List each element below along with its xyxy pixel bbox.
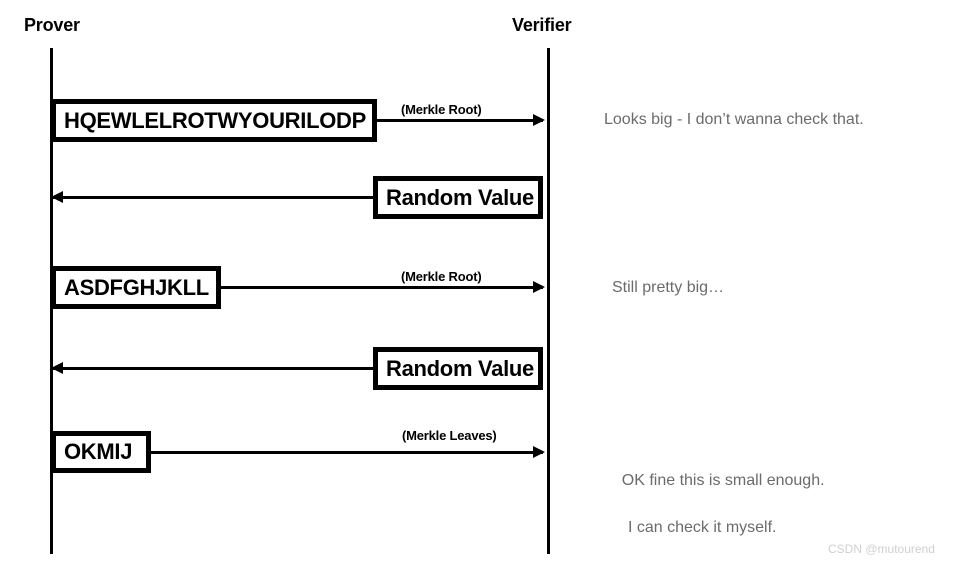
verifier-note-1: Looks big - I don’t wanna check that. (604, 111, 864, 128)
message-arrow-label-5: (Merkle Leaves) (402, 428, 497, 443)
watermark: CSDN @mutourend (828, 542, 935, 556)
message-arrow-line-3 (220, 286, 543, 289)
lifeline-verifier (547, 48, 550, 554)
message-arrow-head-1 (533, 114, 545, 126)
message-payload-box-5: OKMIJ (51, 431, 151, 473)
actor-label-prover: Prover (24, 15, 80, 35)
actor-label-verifier: Verifier (512, 15, 572, 35)
message-arrow-line-1 (377, 119, 543, 122)
message-arrow-head-5 (533, 446, 545, 458)
message-arrow-line-2 (53, 196, 375, 199)
verifier-note-2: Still pretty big… (612, 279, 725, 296)
verifier-note-3-line1: OK fine this is small enough. (621, 472, 825, 490)
message-payload-box-1: HQEWLELROTWYOURILODP (51, 99, 377, 142)
message-arrow-line-5 (150, 451, 543, 454)
sequence-diagram-canvas: Prover Verifier HQEWLELROTWYOURILODP (Me… (24, 15, 935, 556)
message-arrow-line-4 (53, 367, 375, 370)
message-arrow-head-2 (51, 191, 63, 203)
message-payload-box-2: Random Value (373, 176, 543, 219)
message-arrow-head-3 (533, 281, 545, 293)
message-arrow-label-3: (Merkle Root) (401, 269, 482, 284)
message-payload-box-4: Random Value (373, 347, 543, 390)
message-arrow-label-1: (Merkle Root) (401, 102, 482, 117)
verifier-note-3-line2: I can check it myself. (628, 518, 777, 536)
message-arrow-head-4 (51, 362, 63, 374)
message-payload-box-3: ASDFGHJKLL (51, 266, 221, 309)
verifier-note-3: OK fine this is small enough. I can chec… (604, 446, 825, 585)
